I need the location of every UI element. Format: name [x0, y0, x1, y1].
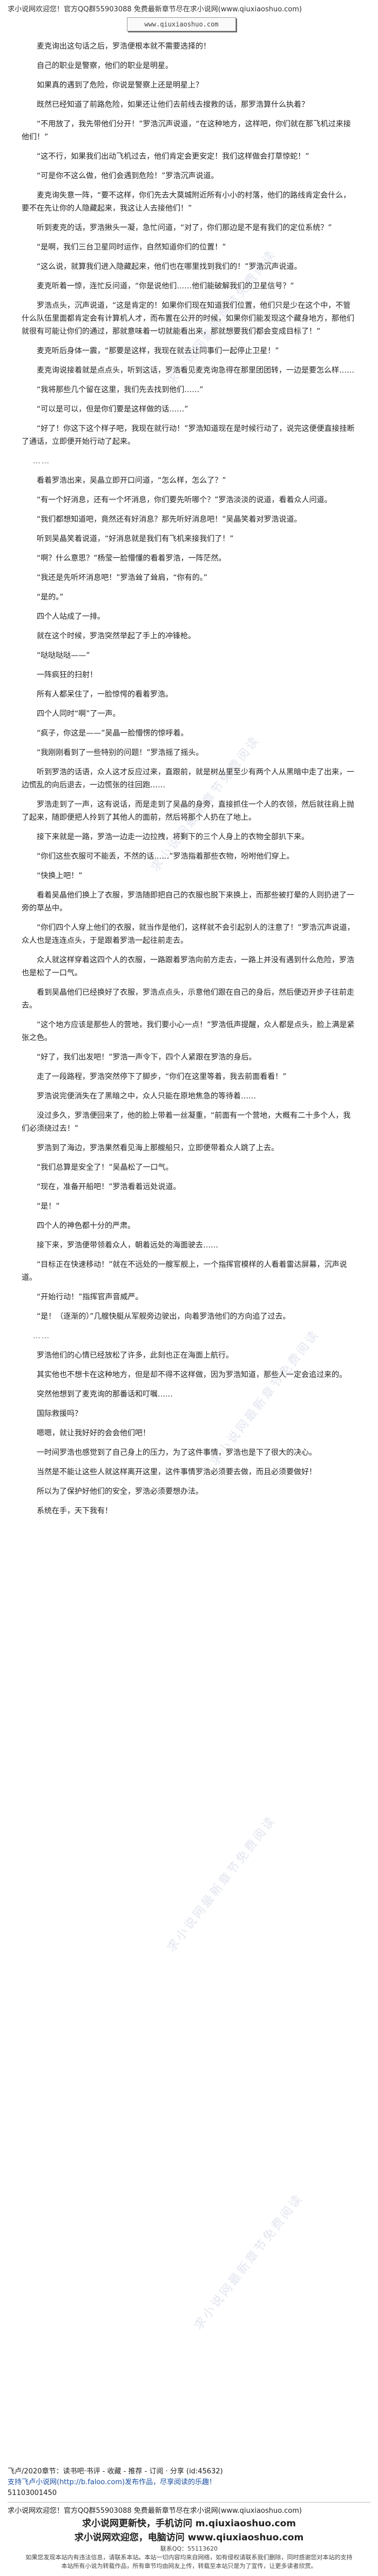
story-paragraph: “是的。”: [37, 593, 64, 602]
story-paragraph: “你们这些衣服可不能丢，不然的话……”罗浩指着那些衣物，吩咐他们穿上。: [37, 852, 294, 861]
story-paragraph: 麦克听后身体一震，“那要是这样，我现在就去让同事们一起停止卫星！”: [37, 347, 279, 355]
story-paragraph: 罗浩说完便消失在了黑暗之中，众人只能在原地焦急的等待着……: [37, 1092, 256, 1101]
story-paragraph: 没过多久，罗浩便回来了，他的脸上带着一丝凝重，“前面有一个营地，大概有二十多个人…: [22, 1111, 351, 1133]
story-paragraph: 自己的职业是警察，他们的职业是明星。: [37, 62, 173, 70]
story-paragraph: 罗浩他们的心情已经放松了许多，此刻也正在海面上航行。: [37, 1351, 233, 1360]
story-paragraph: 听到吴晶笑着说道，“好消息就是我们有飞机来接我们了！”: [37, 535, 234, 543]
story-paragraph: 当然是不能让这些人就这样离开这里，这件事情罗浩必须要去做，而且必须要做好！: [37, 1468, 316, 1476]
story-paragraph: “是！”: [37, 1202, 60, 1211]
story-paragraph: “现在，准备开船吧！”罗浩看着远处说道。: [37, 1183, 181, 1191]
site-notice-text: 求小说网欢迎您！官方QQ群55903088 免费最新章节尽在求小说网(www.q…: [8, 5, 302, 14]
story-paragraph: 一时间罗浩也感觉到了自己身上的压力，为了这件事情，罗浩也是下了很大的决心。: [37, 1448, 316, 1457]
story-paragraph: 听到麦克的话，罗浩揪头一凝，急忙问道，“对了，你们那边是不是有我们的定位系统？”: [37, 224, 332, 232]
story-paragraph: “有一个好消息，还有一个坏消息，你们要先听哪个？”罗浩淡淡的说道，看着众人问道。: [37, 496, 332, 504]
story-paragraph: “我们总算是安全了！”吴晶松了一口气。: [37, 1163, 173, 1172]
story-paragraph: 一阵疯狂的扫射！: [37, 671, 97, 679]
support-link-text[interactable]: 支持飞卢小说网(http://b.faloo.com)发布作品，尽享阅读的乐趣！: [8, 2478, 217, 2486]
story-paragraph: 四个人站成了一排。: [37, 612, 105, 621]
story-paragraph: “可是你不这么做，他们会遇到危险！”罗浩沉声说道。: [37, 172, 219, 180]
story-paragraph: ……: [33, 457, 50, 466]
story-paragraph: “我将那些几个留在这里，我们先去找到他们……”: [37, 386, 204, 394]
support-link[interactable]: 支持飞卢小说网(http://b.faloo.com)发布作品，尽享阅读的乐趣！: [8, 2477, 370, 2488]
story-paragraph: “目标正在快速移动！”就在不远处的一艘军舰上，一个指挥官模样的人看着雷达屏幕，沉…: [22, 1260, 347, 1282]
story-paragraph: “这个地方应该是那些人的营地，我们要小心一点！”罗浩低声提醒，众人都是点头，脸上…: [22, 1021, 355, 1042]
story-paragraph: “啊？什么意思？”杨莹一脸懵懂的看着罗浩，一阵茫然。: [37, 554, 226, 563]
story-paragraph: 众人就这样穿着这四个人的衣服，一路跟着罗浩向前方走去，一路上并没有遇到什么危险，…: [22, 956, 354, 977]
story-paragraph: “我们都想知道吧，竟然还有好消息？那先听好消息吧！”吴晶笑着对罗浩说道。: [37, 515, 302, 524]
story-paragraph: “哒哒哒哒——”: [37, 651, 90, 660]
story-paragraph: 既然已经知道了前路危险，如果还让他们去前线去搜救的话，那罗浩算什么执着？: [37, 100, 309, 109]
story-paragraph: ……: [33, 1332, 50, 1340]
story-paragraph: 罗浩点头，沉声说道，“这是肯定的！如果你们现在知道我们位置，他们只是少在这个中，…: [22, 301, 354, 336]
desktop-slogan[interactable]: 求小说网欢迎您，电脑访问 www.qiuxiaoshuo.com: [74, 2532, 304, 2543]
story-paragraph: 看着吴晶他们换上了衣服，罗浩随即把自己的衣服也脱下来换上，而那些被打晕的人则扔进…: [22, 891, 354, 913]
page-footer: 飞卢/2020章节：读书吧·书评 - 收藏 - 推荐 - 订阅 · 分享 (id…: [8, 2466, 370, 2571]
report-notice: 如果您发现本站内有违法信息，请联系本站。本站一切内容均来自网络，如有侵权请联系我…: [25, 2554, 353, 2561]
story-paragraph: 国际救援吗？: [37, 1410, 82, 1418]
story-paragraph: 麦克询说接着就是点点头，听到这话，罗浩看见麦克询急得在那里团团转，一边是要怎么样…: [37, 366, 354, 375]
story-paragraph: “你们四个人穿上他们的衣服，就当作是他们，这样就不会引起别人的注意了！”罗浩沉声…: [22, 923, 355, 945]
story-paragraph: “我刚刚看到了一些特别的问题！”罗浩摇了摇头。: [37, 748, 204, 757]
story-paragraph: 突然他想到了麦克询的那番话和叮嘱……: [37, 1390, 173, 1399]
footer-site-notice: 求小说网欢迎您！官方QQ群55903088 免费最新章节尽在求小说网(www.q…: [8, 2507, 302, 2515]
story-paragraph: “不用放了，我先带他们分开！”罗浩沉声说道，“在这种地方，这样吧，你们就在那飞机…: [22, 120, 351, 141]
story-paragraph: 麦克询出这句话之后，罗浩便根本就不需要选择的！: [37, 42, 211, 51]
story-paragraph: “这不行，如果我们出动飞机过去，他们肯定会更安定！我们这样做会打草惊蛇！”: [37, 152, 309, 161]
chapter-code: 51103001450: [8, 2489, 57, 2497]
copyright-notice: 本站所有小说为转载作品，所有章节均由网友上传，转载至本站只是为了宣传，让更多读者…: [61, 2562, 317, 2570]
site-url-text: www.qiuxiaoshuo.com: [144, 21, 219, 28]
story-paragraph: 看到吴晶他们已经换好了衣服，罗浩点点头，示意他们跟在自己的身后，然后便迈开步子往…: [22, 988, 354, 1010]
site-notice-header: 求小说网欢迎您！官方QQ群55903088 免费最新章节尽在求小说网(www.q…: [0, 0, 378, 16]
story-paragraph: 系统在手，天下我有！: [37, 1507, 112, 1515]
story-paragraph: 所以为了保护好他们的安全，罗浩必须要想办法。: [37, 1487, 203, 1496]
story-paragraph: “这么说，就算我们进入隐藏起来，他们也在哪里找到我们的！”罗浩沉声说道。: [37, 262, 302, 271]
story-paragraph: 嗯嗯，就让我好好的会会他们吧！: [37, 1429, 150, 1438]
story-paragraph: 看着罗浩出来，吴晶立即开口问道，“怎么样，怎么了？”: [37, 476, 226, 485]
story-paragraph: 罗浩到了海边，罗浩果然看见海上那艘船只，立即便带着众人跳了上去。: [37, 1144, 279, 1152]
footer-divider: [8, 2502, 370, 2503]
site-url-banner[interactable]: www.qiuxiaoshuo.com: [127, 17, 236, 31]
story-paragraph: 四个人的神色都十分的严肃。: [37, 1222, 135, 1230]
chapter-content: 麦克询出这句话之后，罗浩便根本就不需要选择的！ 自己的职业是警察，他们的职业是明星…: [22, 40, 356, 2495]
story-paragraph: 所有人都呆住了，一脸惊愕的看着罗浩。: [37, 690, 173, 699]
chapter-meta: 飞卢/2020章节：读书吧·书评 - 收藏 - 推荐 - 订阅 · 分享 (id…: [8, 2467, 223, 2476]
story-paragraph: 麦克询失意一阵，“要不这样，你们先去大莫城附近所有小小的村落，他们的路线肯定会什…: [22, 191, 351, 213]
story-paragraph: “好了！你这下这个样子吧，我现在就行动！”罗浩知道现在是时候行动了，说完这便便直…: [22, 424, 355, 446]
mobile-slogan[interactable]: 求小说网更新快，手机访问 m.qiuxiaoshuo.com: [82, 2518, 296, 2529]
story-paragraph: “我还是先听坏消息吧！”罗浩耸了耸肩，“你有的。”: [37, 574, 208, 582]
contact-qq: 联系QQ：55113620: [160, 2545, 218, 2552]
story-paragraph: 如果真的遇到了危险，你说是警察上还是明星上？: [37, 81, 203, 90]
story-paragraph: 听到罗浩的话语，众人这才反应过来，直跟前，就是树丛里至少有两个人从黑暗中走了出来…: [22, 768, 354, 790]
story-paragraph: 接下来就是一路，罗浩一边走一边拉拽，将剩下的三个人身上的衣物全部扒下来。: [37, 833, 309, 841]
story-paragraph: “疯子，你这是——”吴晶一脸懵愣的惊呼着。: [37, 729, 188, 738]
story-paragraph: 罗浩走到了一声，这有说话，而是走到了吴晶的身旁，直接抓住一个人的衣领，然后就往肩…: [22, 800, 354, 822]
story-paragraph: “快换上吧！”: [37, 872, 83, 880]
story-paragraph: 其实他也不想卡在这种地方，但是却不得不这样做，因为罗浩知道，那些人一定会追过来的…: [37, 1371, 347, 1379]
story-paragraph: 麦克听着一惊，连忙反问道，“你是说他们……他们能破解我们的卫星信号？”: [37, 282, 294, 291]
story-paragraph: “好了，我们出发吧！”罗浩一声令下，四个人紧跟在罗浩的身后。: [37, 1053, 256, 1062]
story-paragraph: “是啊，我们三台卫星同时运作，自然知道你们的位置！”: [37, 243, 226, 252]
story-paragraph: “可以是可以，但是你们要是这样做的话……”: [37, 405, 188, 414]
story-paragraph: “开始行动！”指挥官声音威严。: [37, 1293, 143, 1302]
story-paragraph: 四个人同时“啊”了一声。: [37, 710, 120, 718]
story-paragraph: 接下来，罗浩便带领着众人，朝着远处的海面驶去……: [37, 1241, 218, 1250]
story-paragraph: “是！（逐渐的）”几艘快艇从军舰旁边驶出，向着罗浩他们的方向追了过去。: [37, 1312, 291, 1321]
story-paragraph: 就在这个时候，罗浩突然举起了手上的冲锋枪。: [37, 632, 195, 640]
story-paragraph: 走了一段路程，罗浩突然停下了脚步，“你们在这里等着，我去前面看看！”: [37, 1073, 287, 1081]
